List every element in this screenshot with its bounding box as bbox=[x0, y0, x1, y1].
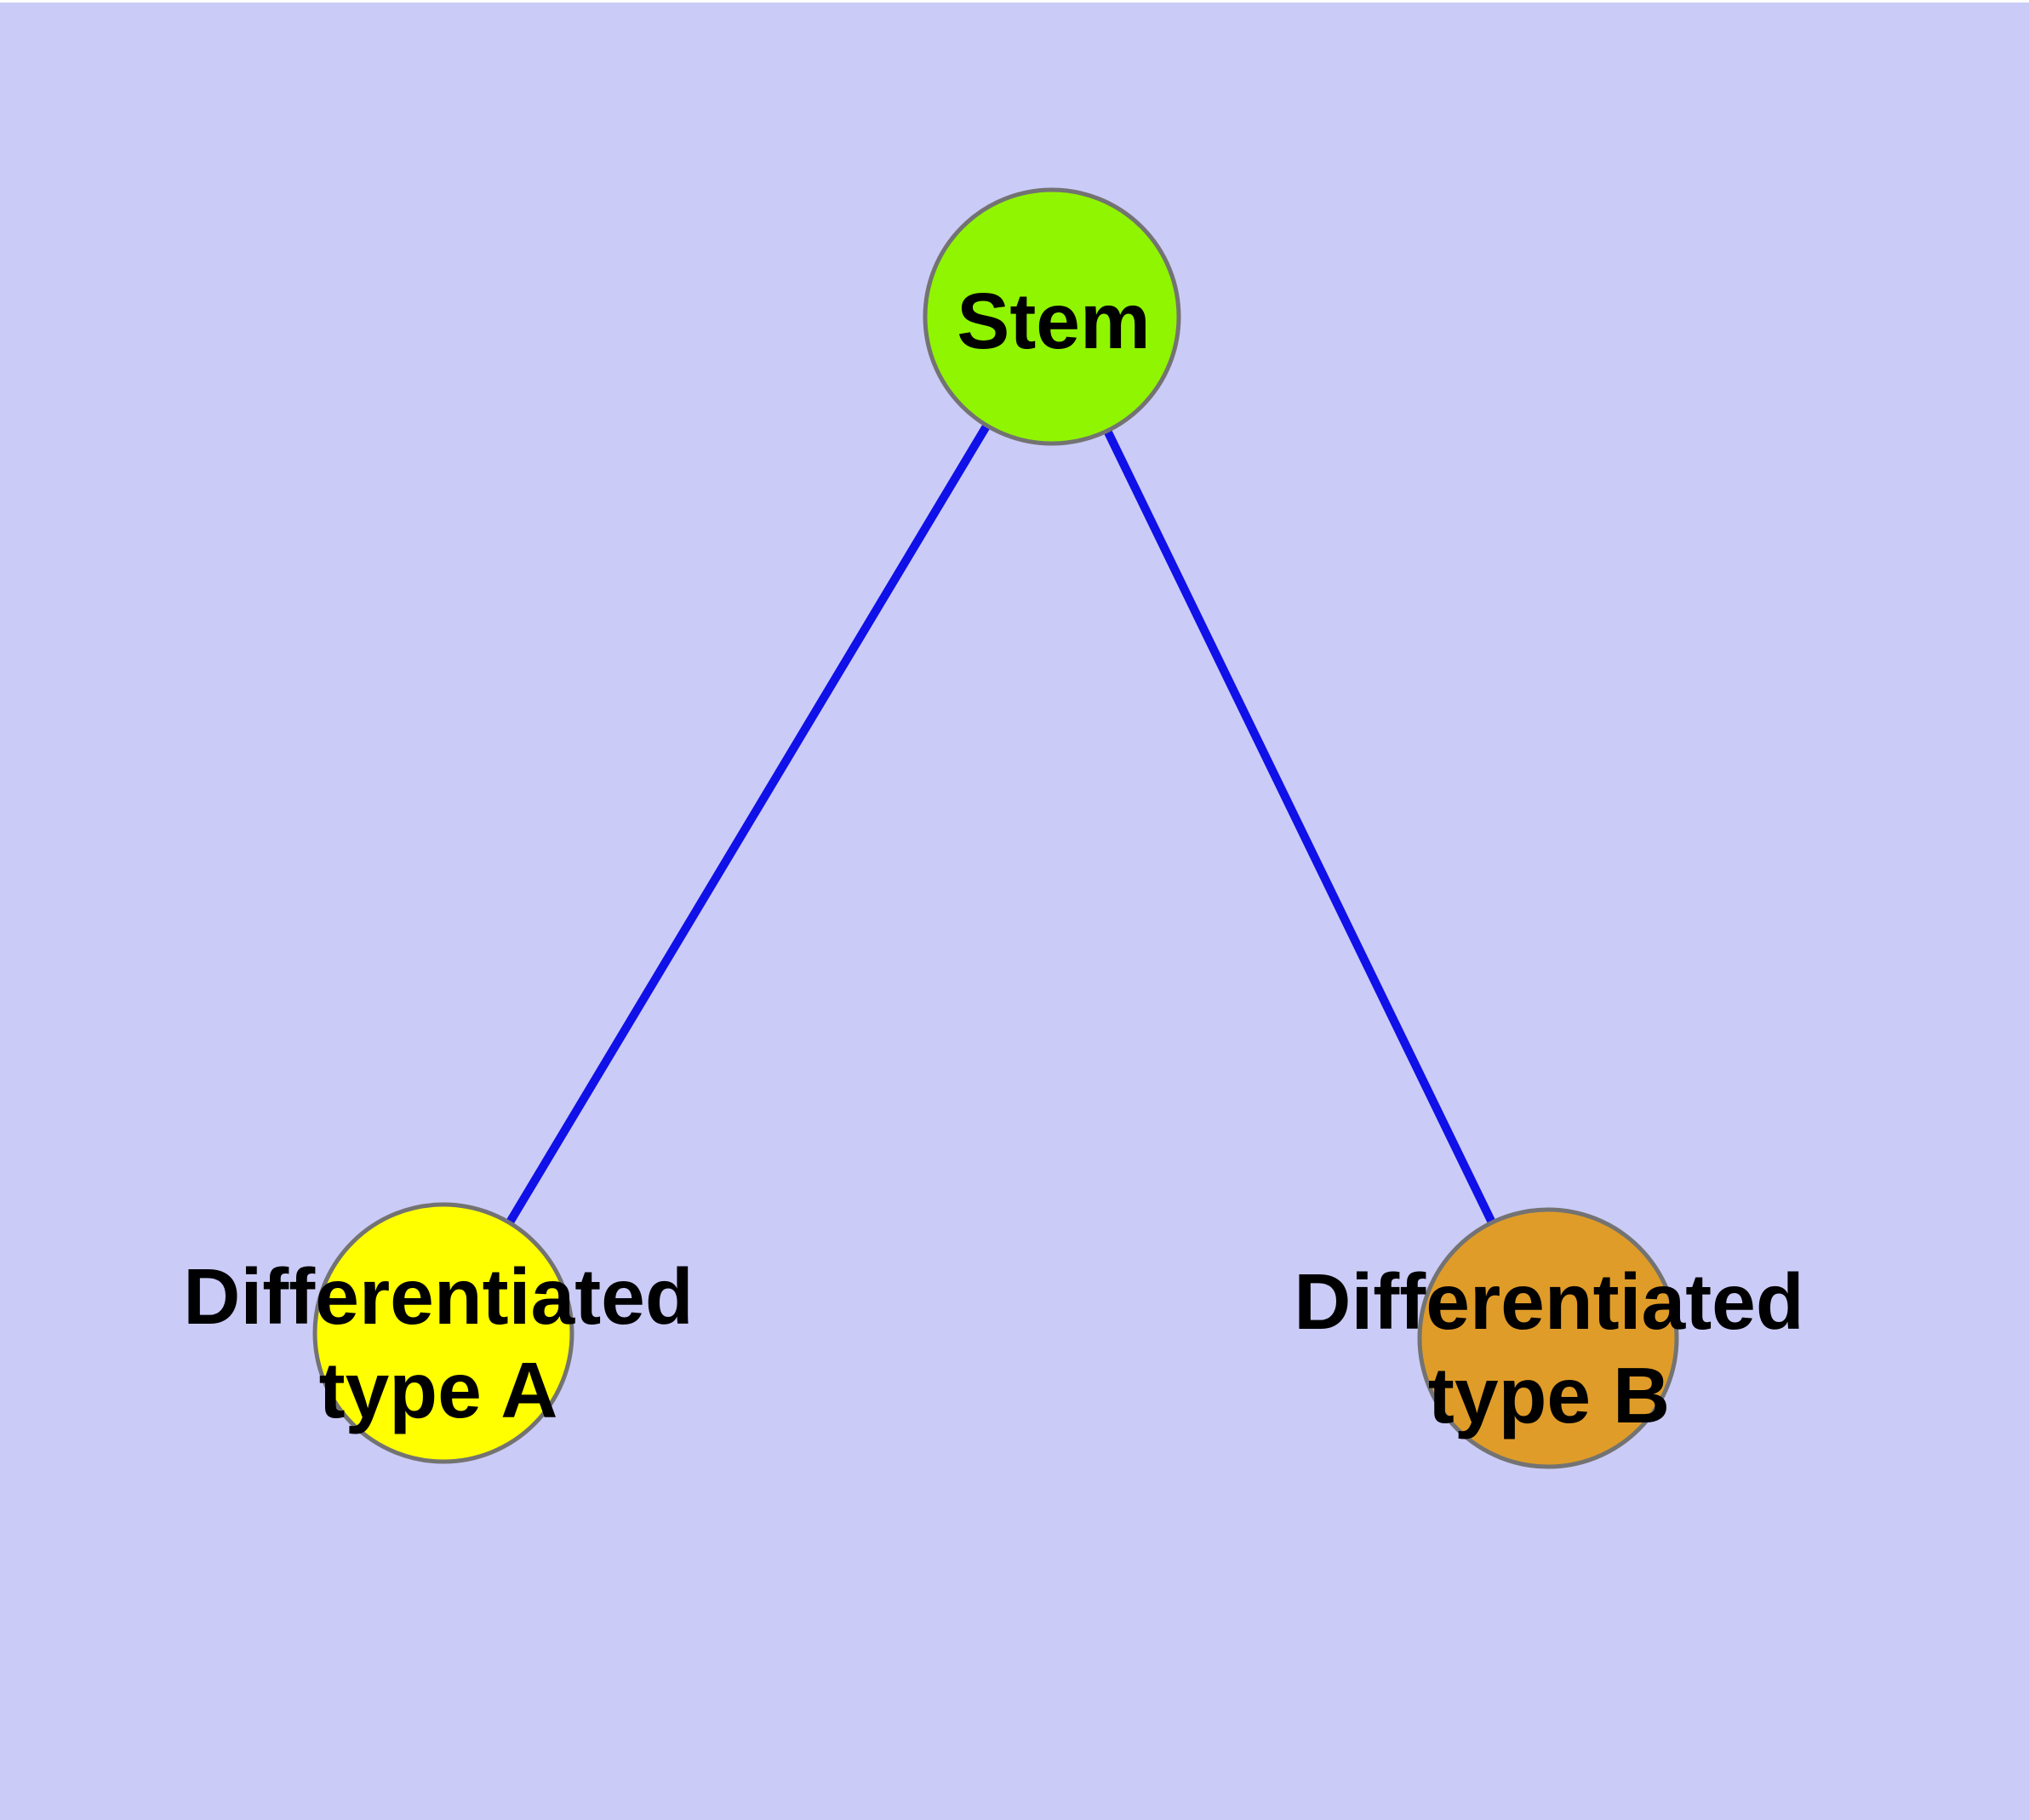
edge-stem-to-type-a bbox=[439, 314, 1056, 1336]
node-stem-circle bbox=[923, 187, 1181, 446]
node-type-a-circle bbox=[312, 1202, 574, 1464]
node-type-b-circle bbox=[1417, 1207, 1679, 1469]
edge-stem-to-type-b bbox=[1048, 314, 1552, 1341]
